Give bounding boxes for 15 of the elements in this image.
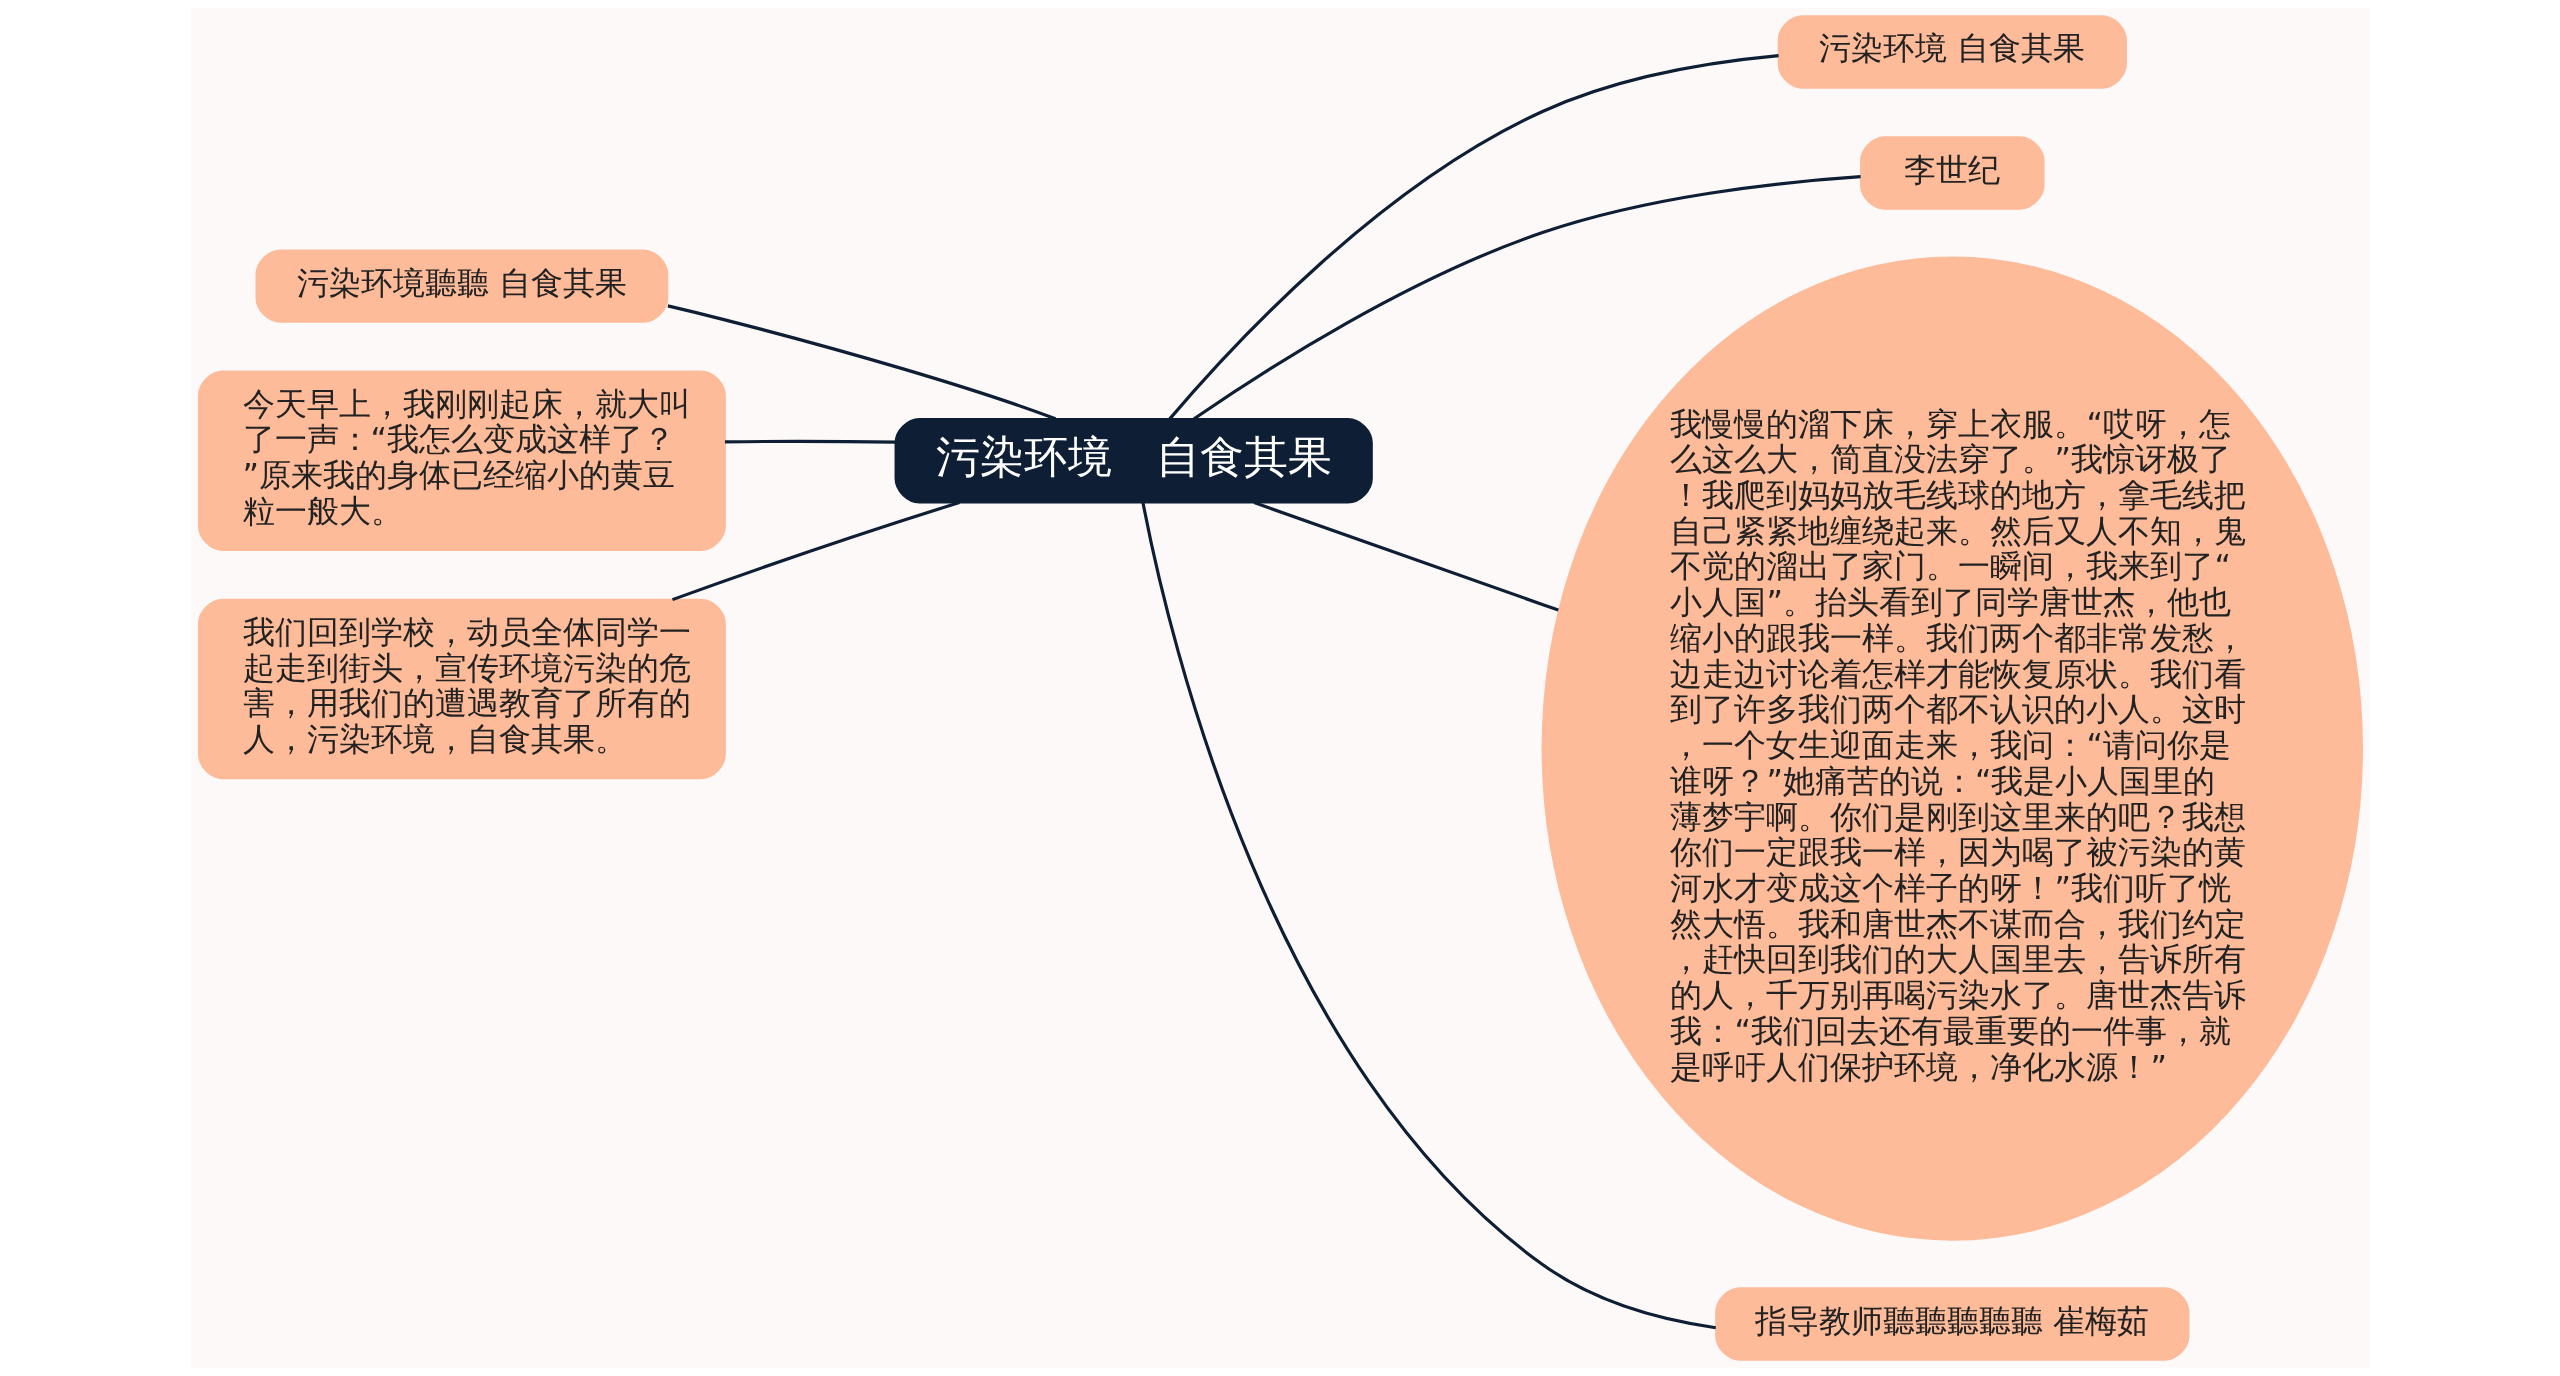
node-box: 李世纪: [1859, 136, 2045, 210]
connector: [1168, 54, 1779, 420]
node-box: 我们回到学校，动员全体同学一起走到街头，宣传环境污染的危害，用我们的遭遇教育了所有的人，污染环境，自食其果。: [197, 598, 726, 780]
connector: [1140, 502, 1716, 1330]
connector: [667, 304, 1056, 421]
connector: [724, 439, 895, 444]
node-box: 指导教师聽聽聽聽聽 崔梅茹: [1714, 1287, 2189, 1361]
node-box: 污染环境 自食其果: [894, 418, 1373, 504]
node-box: 今天早上，我刚刚起床，就大叫了一声：“我怎么变成这样了？”原来我的身体已经缩小的黄豆粒一般大。: [197, 370, 726, 552]
node-box: 污染环境聽聽 自食其果: [255, 249, 668, 323]
connector: [671, 500, 960, 602]
connector: [1253, 501, 1559, 612]
node-ellipse: 我慢慢的溜下床，穿上衣服。“哎呀，怎么这么大，简直没法穿了。”我惊讶极了！我爬到妈妈放毛线球的地方，拿毛线把自己紧紧地缠绕起来。然后又人不知，鬼不觉的溜出了家门。一瞬间，我来到了“小人国”。抬头看到了同学唐世杰，他也缩小的跟我一样。我们两个都非常发愁，边走边讨论着怎样才能恢复原状。我们看到了许多我们两个都不认识的小人。这时，一个女生迎面走来，我问：“请问你是谁呀？”她痛苦的说：“我是小人国里的薄梦宇啊。你们是刚到这里来的吧？我想你们一定跟我一样，因为喝了被污染的黄河水才变成这个样子的呀！”我们听了恍然大悟。我和唐世杰不谋而合，我们约定，赶快回到我们的大人国里去，告诉所有的人，千万别再喝污染水了。唐世杰告诉我：“我们回去还有最重要的一件事，就是呼吁人们保护环境，净化水源！”: [1541, 256, 2363, 1241]
node-box: 污染环境 自食其果: [1777, 15, 2127, 89]
connector: [1192, 175, 1861, 421]
